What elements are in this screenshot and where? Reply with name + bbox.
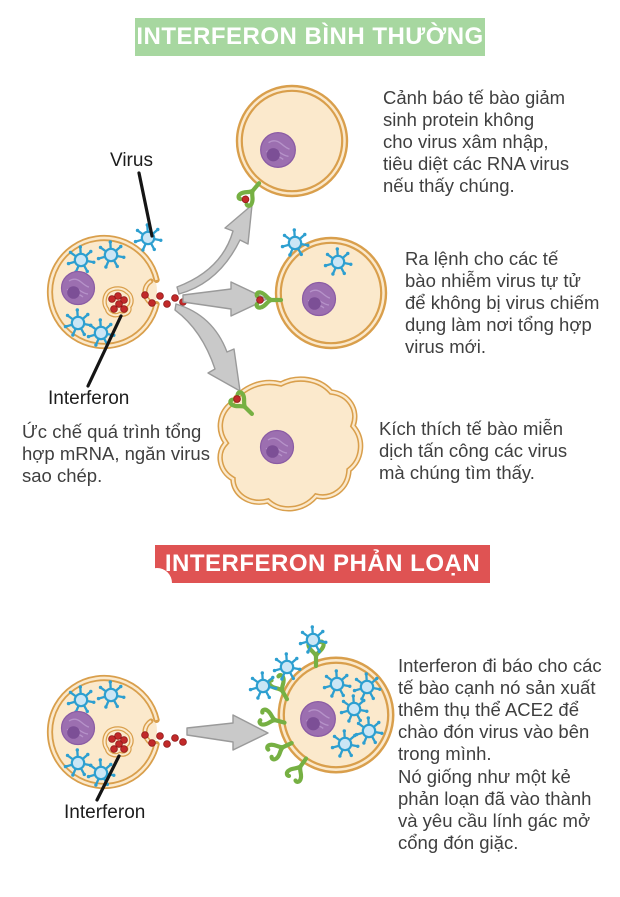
nucleus — [301, 281, 337, 317]
rogue-text-2: Nó giống như một kẻ phản loạn đã vào thà… — [398, 766, 592, 853]
arrow-icon — [186, 714, 269, 751]
infected-cell-rogue — [50, 678, 186, 787]
arrow-icon — [182, 281, 268, 317]
section-normal-banner: INTERFERON BÌNH THƯỜNG — [135, 18, 485, 56]
virus-label: Virus — [110, 150, 153, 171]
left-note-text: Ức chế quá trình tổng hợp mRNA, ngăn vir… — [22, 421, 210, 486]
interferon-label: Interferon — [64, 802, 146, 823]
infected-cell — [50, 238, 186, 347]
target-cell-infected — [274, 236, 388, 350]
immune-cell — [217, 376, 364, 512]
receptor-icon — [238, 178, 265, 206]
ace2-cell — [277, 656, 395, 774]
nucleus — [299, 700, 337, 738]
effect-apoptosis-text: Ra lệnh cho các tế bào nhiễm virus tự tử… — [405, 248, 600, 357]
nucleus — [259, 429, 295, 465]
interferon-label: Interferon — [48, 388, 130, 409]
rogue-text-1: Interferon đi báo cho các tế bào cạnh nó… — [398, 655, 602, 764]
interferon-pointer-line — [95, 754, 121, 802]
interferon-pointer-line — [86, 314, 123, 388]
arrow-icon — [176, 204, 253, 295]
arrow-icon — [174, 303, 241, 392]
target-cell-alert — [235, 84, 349, 198]
nucleus — [259, 131, 297, 169]
effect-immune-text: Kích thích tế bào miễn dịch tấn công các… — [379, 418, 568, 483]
effect-warn-text: Cảnh báo tế bào giảm sinh protein không … — [383, 87, 570, 196]
virus-pointer-line — [137, 171, 154, 238]
section-rogue-banner: INTERFERON PHẢN LOẠN — [142, 545, 490, 598]
